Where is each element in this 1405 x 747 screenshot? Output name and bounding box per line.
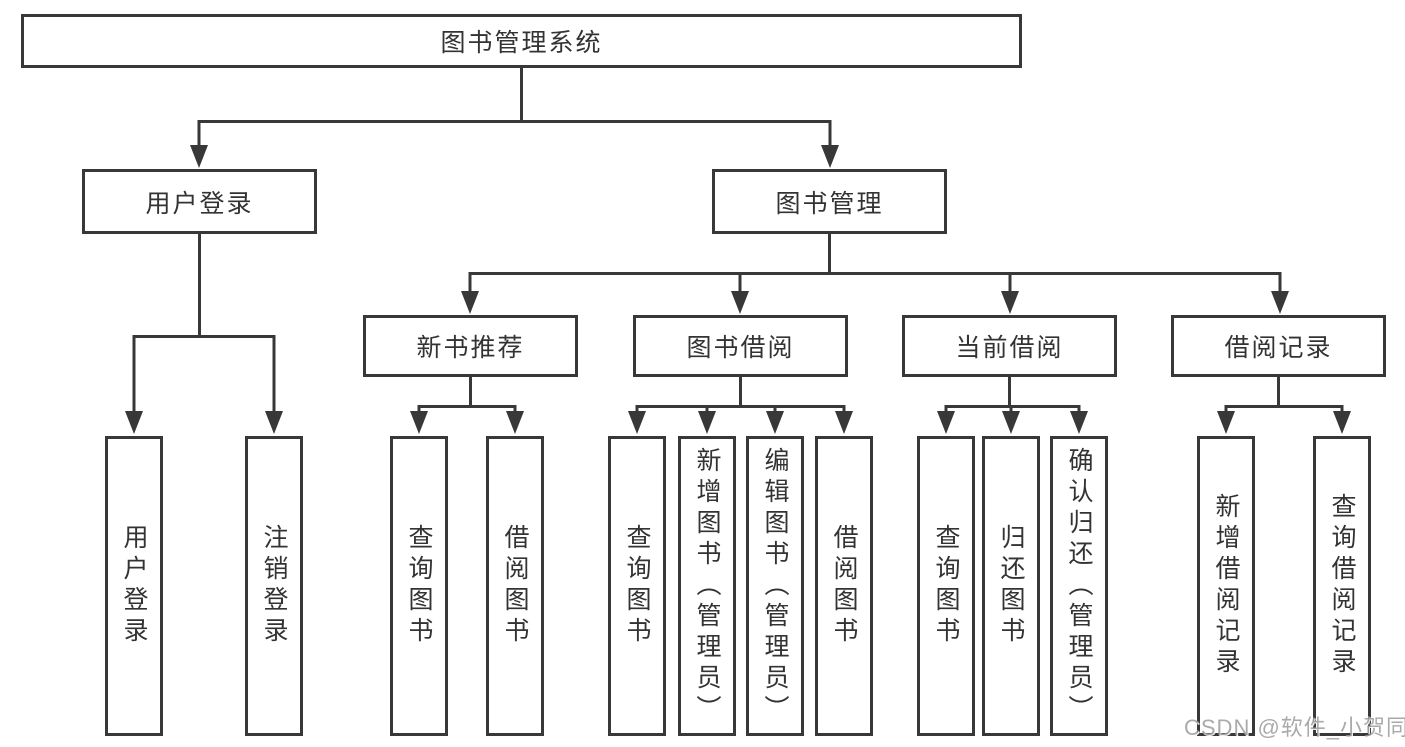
csdn-watermark: CSDN @软件_小贺同学 xyxy=(1184,715,1405,740)
leaf-current-confirm-return-admin: 确认归还（管理员） xyxy=(1050,436,1108,736)
leaf-user-login: 用户登录 xyxy=(105,436,163,736)
leaf-recommend-query-books: 查询图书 xyxy=(390,436,448,736)
tree-edges xyxy=(132,68,1344,416)
node-book-management: 图书管理 xyxy=(712,169,947,234)
leaf-current-return-books: 归还图书 xyxy=(982,436,1040,736)
leaf-borrowing-add-books-admin: 新增图书（管理员） xyxy=(678,436,736,736)
node-book-borrowing: 图书借阅 xyxy=(633,315,848,377)
node-current-borrowing: 当前借阅 xyxy=(902,315,1117,377)
leaf-borrowing-edit-books-admin: 编辑图书（管理员） xyxy=(746,436,804,736)
leaf-borrowing-borrow-books: 借阅图书 xyxy=(815,436,873,736)
node-borrowing-records: 借阅记录 xyxy=(1171,315,1386,377)
leaf-recommend-borrow-books: 借阅图书 xyxy=(486,436,544,736)
leaf-logout: 注销登录 xyxy=(245,436,303,736)
node-library-management-system: 图书管理系统 xyxy=(21,14,1022,68)
leaf-records-query-record: 查询借阅记录 xyxy=(1313,436,1371,736)
leaf-current-query-books: 查询图书 xyxy=(917,436,975,736)
node-new-book-recommendation: 新书推荐 xyxy=(363,315,578,377)
leaf-records-add-record: 新增借阅记录 xyxy=(1197,436,1255,736)
node-user-login: 用户登录 xyxy=(82,169,317,234)
leaf-borrowing-query-books: 查询图书 xyxy=(608,436,666,736)
